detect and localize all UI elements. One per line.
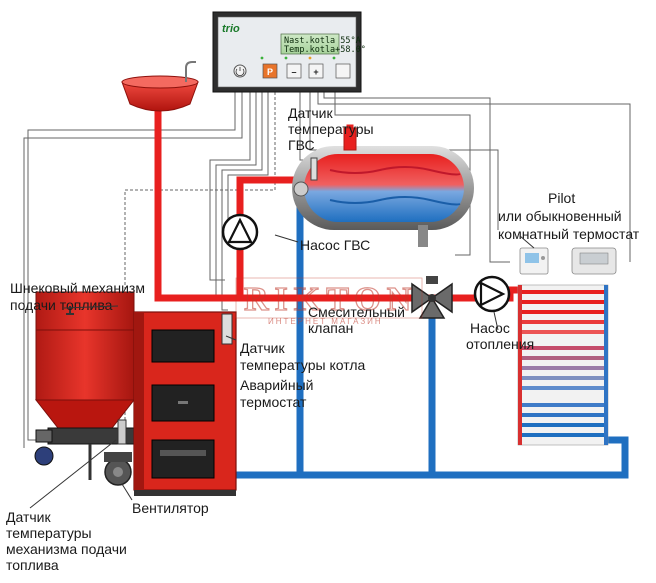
plus-button-label: + — [313, 67, 318, 77]
mixing-valve-label-1: Смесительный — [308, 304, 405, 320]
fan-unit — [104, 452, 132, 486]
boiler-sensor-label-2: температуры котла — [240, 357, 365, 373]
controller — [212, 11, 362, 93]
mixing-valve-label-2: клапан — [308, 320, 353, 336]
dhw-pump — [221, 213, 259, 251]
boiler-sensor-probe — [221, 313, 233, 345]
dhw-sensor-label-3: ГВС — [288, 137, 315, 153]
feeder-sensor-label-1: Датчик — [6, 509, 51, 525]
radiator — [517, 284, 609, 446]
lcd-line-1: Nast.kotla 55°A — [284, 36, 361, 46]
emergency-thermostat-label-2: термостат — [240, 394, 307, 410]
watermark-brand: RIKTON — [244, 281, 417, 318]
watermark-subtitle: ИНТЕРНЕТ МАГАЗИН — [268, 317, 383, 326]
watermark: RIKTON ИНТЕРНЕТ МАГАЗИН — [235, 277, 423, 326]
minus-button[interactable] — [286, 63, 302, 79]
p-button[interactable] — [262, 63, 278, 79]
heating-pump-label-1: Насос — [470, 320, 510, 336]
dhw-sensor-label-1: Датчик — [288, 105, 333, 121]
feeder-sensor-label-4: топлива — [6, 557, 59, 573]
signal-wires — [23, 92, 631, 448]
boiler-sensor-label-1: Датчик — [240, 340, 285, 356]
pilot-label-2: или обыкновенный — [498, 208, 622, 224]
room-thermostat — [571, 247, 617, 275]
minus-button-label: – — [291, 67, 296, 77]
dhw-tank — [292, 127, 474, 247]
auger-label-2: подачи топлива — [10, 297, 113, 313]
leader-lines — [29, 234, 535, 509]
dhw-pump-label: Насос ГВС — [300, 237, 370, 253]
emergency-thermostat-label-1: Аварийный — [240, 377, 313, 393]
controller-status-leds — [260, 56, 336, 60]
dhw-sensor-label-2: температуры — [288, 121, 374, 137]
dhw-sensor-probe — [310, 157, 318, 181]
expansion-tank — [121, 61, 199, 112]
p-button-label: P — [267, 67, 273, 77]
controller-brand: trio — [222, 23, 240, 35]
pilot-label-1: Pilot — [548, 190, 575, 206]
labels: Датчик температуры ГВС Насос ГВС Pilot и… — [6, 105, 640, 573]
mixing-valve — [411, 276, 453, 319]
feeder-sensor-label-3: механизма подачи — [6, 541, 127, 557]
fuel-hopper — [34, 291, 136, 429]
pilot-thermostat — [519, 247, 549, 275]
plus-button[interactable] — [308, 63, 324, 79]
feeder-sensor-label-2: температуры — [6, 525, 92, 541]
lcd-line-2: Temp.kotla+58.0° — [284, 45, 366, 55]
auger-label-1: Шнековый механизм — [10, 280, 145, 296]
settings-button[interactable] — [335, 63, 351, 79]
heating-pump — [473, 275, 511, 313]
pilot-label-3: комнатный термостат — [498, 226, 640, 242]
heating-pump-label-2: отопления — [466, 336, 534, 352]
fan-label: Вентилятор — [132, 500, 209, 516]
boiler — [133, 311, 237, 496]
auger-mechanism — [34, 419, 141, 480]
